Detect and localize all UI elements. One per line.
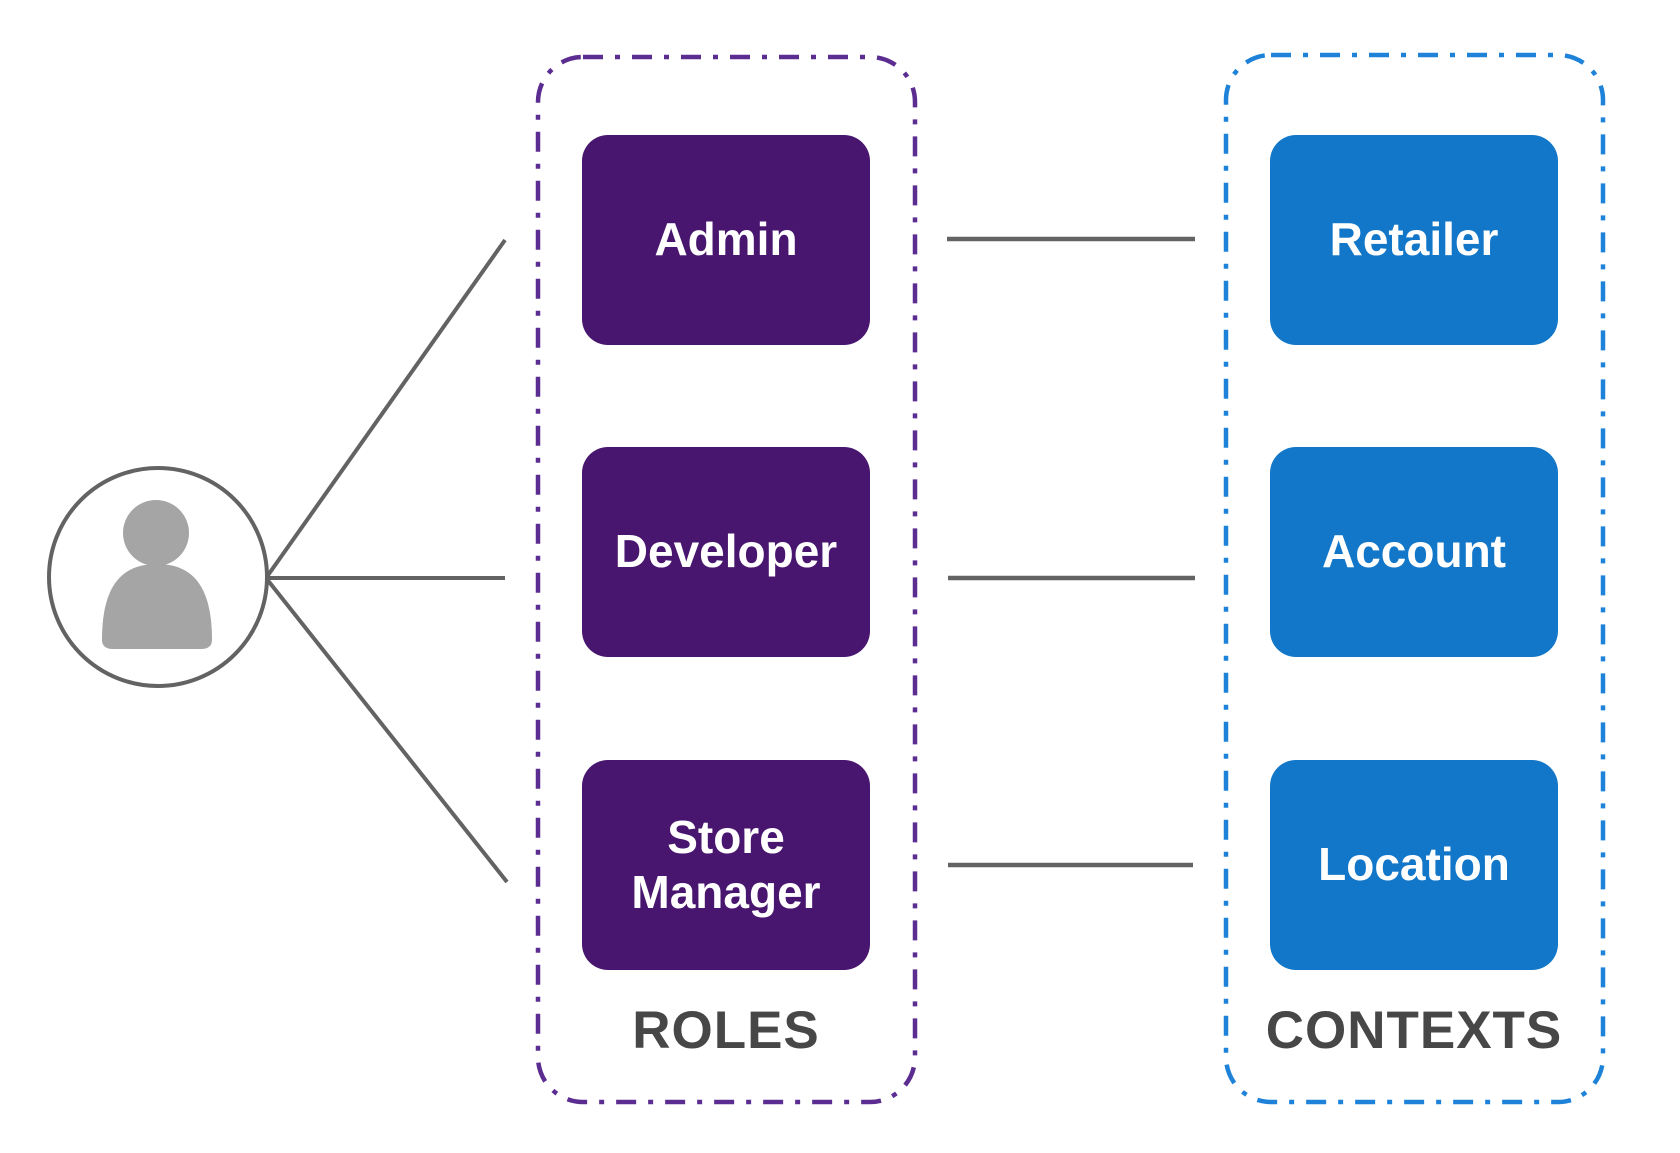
roles-group-border xyxy=(535,54,918,1105)
node-location: Location xyxy=(1270,760,1558,970)
node-developer-label: Developer xyxy=(614,525,838,578)
node-account: Account xyxy=(1270,447,1558,657)
connector-user-admin xyxy=(264,238,507,580)
node-account-label: Account xyxy=(1322,525,1506,578)
node-location-label: Location xyxy=(1318,838,1510,891)
node-store-manager: Store Manager xyxy=(582,760,870,970)
connector-user-store-manager xyxy=(264,576,509,884)
user-icon xyxy=(47,466,269,688)
contexts-group-border xyxy=(1223,52,1606,1105)
node-admin: Admin xyxy=(582,135,870,345)
roles-group-label: ROLES xyxy=(632,1001,820,1060)
contexts-group-label: CONTEXTS xyxy=(1265,1001,1563,1060)
person-body xyxy=(102,564,212,649)
node-retailer-label: Retailer xyxy=(1329,213,1499,266)
node-retailer: Retailer xyxy=(1270,135,1558,345)
person-head xyxy=(123,500,189,566)
node-developer: Developer xyxy=(582,447,870,657)
node-admin-label: Admin xyxy=(654,213,798,266)
node-store-manager-label: Store Manager xyxy=(631,810,821,918)
